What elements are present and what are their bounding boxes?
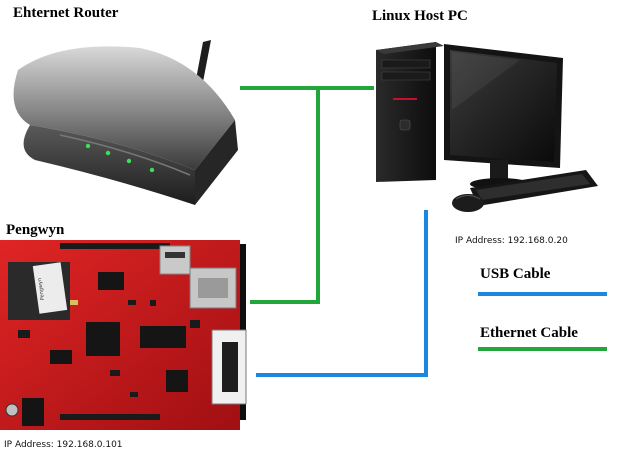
host-ip-address: IP Address: 192.168.0.20: [455, 236, 568, 246]
board-ip-address: IP Address: 192.168.0.101: [4, 440, 123, 450]
router-label: Ehternet Router: [13, 5, 119, 21]
usb-cable-board-pc: [256, 210, 428, 377]
ethernet-cable-board: [250, 86, 320, 304]
svg-text:Pengwyn: Pengwyn: [37, 277, 46, 300]
usb-cable-connections: [256, 210, 428, 377]
legend-ethernet-label: Ethernet Cable: [480, 325, 578, 341]
host-pc-label: Linux Host PC: [372, 8, 468, 24]
ethernet-cable-connections: [240, 86, 374, 304]
legend-usb-label: USB Cable: [480, 266, 551, 282]
board-label: Pengwyn: [6, 222, 65, 238]
desktop-pc-icon: [376, 42, 598, 212]
circuit-board-icon: Pengwyn: [0, 240, 247, 430]
wifi-router-icon: [13, 40, 238, 205]
